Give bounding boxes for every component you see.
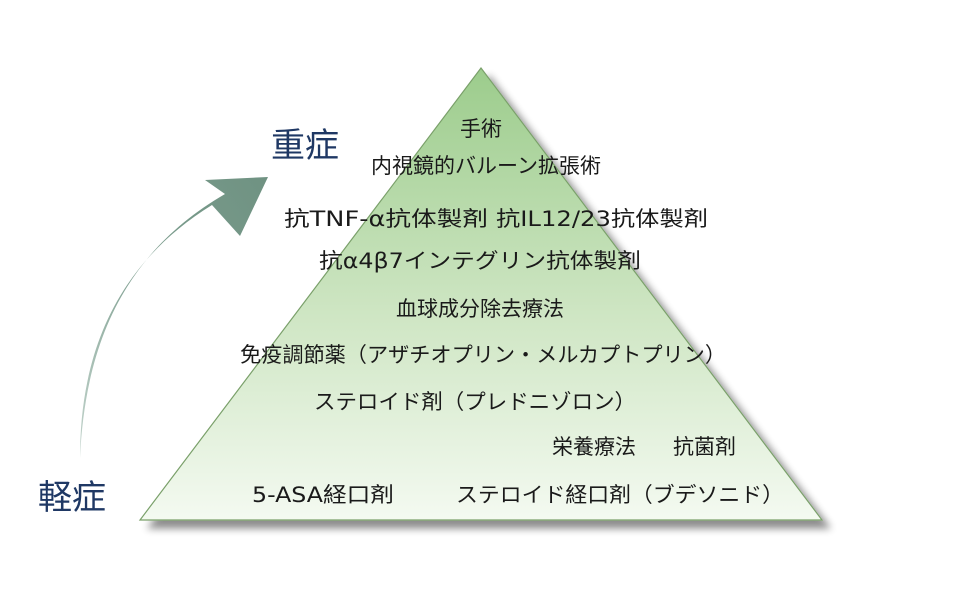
tier-immunomodulators: 免疫調節薬（アザチオプリン・メルカプトプリン） [240,343,726,367]
tier-apheresis: 血球成分除去療法 [396,297,564,321]
tier-balloon-dilation: 内視鏡的バルーン拡張術 [371,154,601,178]
tier-surgery: 手術 [460,117,502,141]
mild-label: 軽症 [38,478,106,518]
tier-anti-integrin: 抗α4β7インテグリン抗体製剤 [319,249,641,273]
treatment-pyramid [138,67,824,521]
severity-arrow [80,177,268,458]
tier-oral-steroid-budesonide: ステロイド経口剤（ブデソニド） [456,483,784,507]
severe-label: 重症 [271,126,339,166]
tier-nutrition-therapy: 栄養療法 [552,435,636,459]
tier-anti-tnf: 抗TNF-α抗体製剤 [284,207,488,231]
tier-antibiotics: 抗菌剤 [673,435,736,459]
tier-steroid: ステロイド剤（プレドニゾロン） [314,390,636,414]
tier-5asa: 5-ASA経口剤 [252,483,394,507]
tier-anti-il12-23: 抗IL12/23抗体製剤 [496,207,708,231]
